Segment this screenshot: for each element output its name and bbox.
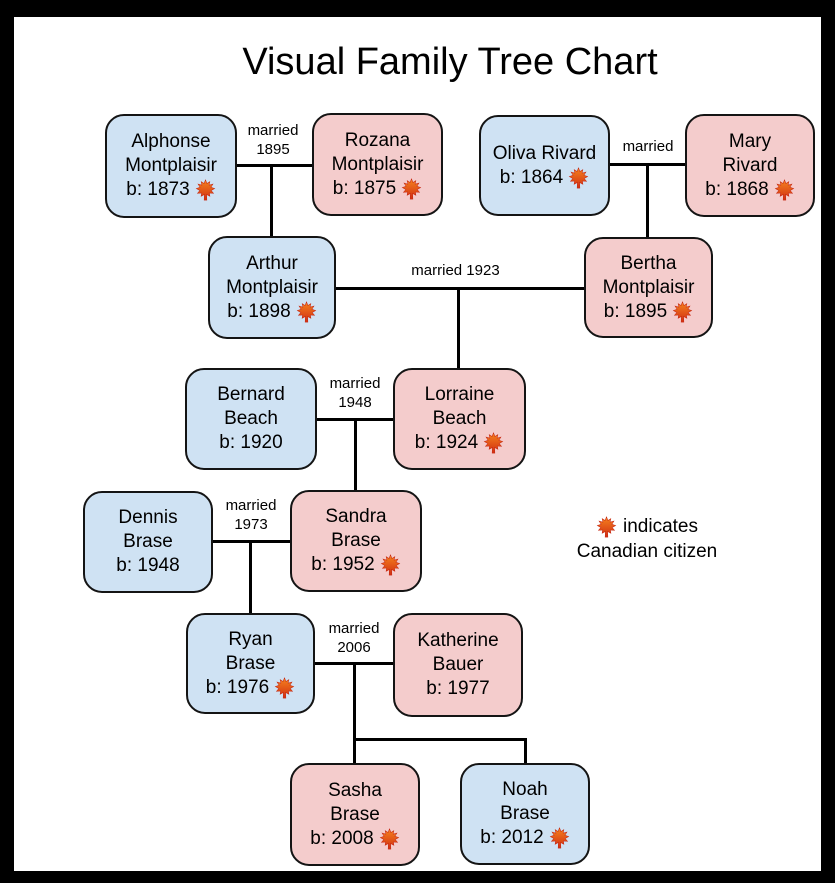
person-name: Brase <box>331 530 381 551</box>
person-birth: b: 2008 <box>310 827 374 849</box>
marriage-label-line: 1948 <box>338 394 372 411</box>
marriage-label-line: married 1923 <box>411 262 500 279</box>
marriage-label-dennis-sandra: married 1973 <box>218 496 284 534</box>
connector-child-lorraine <box>457 288 460 368</box>
person-name: Sandra <box>325 506 387 527</box>
person-birth: b: 1875 <box>332 177 397 199</box>
person-birth: b: 1864 <box>499 166 564 188</box>
person-box-ryan: Ryan Brase b: 1976 <box>186 613 315 714</box>
person-name: Montplaisir <box>226 276 318 298</box>
connector-child-noah <box>524 740 527 763</box>
maple-leaf-icon <box>568 167 589 189</box>
person-box-dennis: Dennis Brase b: 1948 <box>83 491 213 593</box>
person-box-lorraine: Lorraine Beach b: 1924 <box>393 368 526 470</box>
person-name: Brase <box>123 531 173 552</box>
person-box-bertha: Bertha Montplaisir b: 1895 <box>584 237 713 338</box>
connector-marriage-arthur-bertha <box>336 287 584 290</box>
person-birth: b: 1924 <box>414 432 479 453</box>
connector-sibling-bar <box>353 738 527 741</box>
person-birth: b: 1895 <box>603 300 668 322</box>
maple-leaf-icon <box>380 554 401 576</box>
person-birth: b: 1952 <box>311 554 375 575</box>
person-box-oliva: Oliva Rivard b: 1864 <box>479 115 610 216</box>
person-name: Lorraine <box>424 384 495 405</box>
marriage-label-line: married <box>622 138 674 155</box>
maple-leaf-icon <box>296 301 317 323</box>
person-name: Brase <box>330 803 380 825</box>
maple-leaf-icon <box>596 516 617 538</box>
person-name: Brase <box>225 652 276 674</box>
person-name: Mary <box>728 130 772 152</box>
person-box-katherine: Katherine Bauer b: 1977 <box>393 613 523 717</box>
person-name: Brase <box>500 803 550 824</box>
person-name: Alphonse <box>131 131 211 152</box>
person-birth: b: 1873 <box>126 179 190 200</box>
connector-child-sasha <box>353 740 356 763</box>
maple-leaf-icon <box>195 179 216 201</box>
maple-leaf-icon <box>549 827 570 849</box>
page-title: Visual Family Tree Chart <box>242 41 658 83</box>
person-birth: b: 1976 <box>205 676 270 698</box>
connector-marriage-alphonse-rozana <box>237 164 312 167</box>
legend-text: indicates <box>623 516 698 537</box>
person-name: Noah <box>502 779 548 800</box>
person-box-rozana: Rozana Montplaisir b: 1875 <box>312 113 443 216</box>
person-name: Rozana <box>344 129 411 151</box>
maple-leaf-icon <box>672 301 693 323</box>
person-name: Bertha <box>620 252 677 274</box>
person-birth: b: 1948 <box>116 555 180 576</box>
person-name: Montplaisir <box>331 153 424 175</box>
legend: indicates Canadian citizen <box>552 514 742 564</box>
maple-leaf-icon <box>379 828 400 850</box>
maple-leaf-icon <box>274 677 295 699</box>
person-name: Rivard <box>722 154 778 176</box>
marriage-label-oliva-mary: married <box>611 137 685 156</box>
legend-text: Canadian citizen <box>576 541 718 562</box>
marriage-label-line: 1895 <box>256 141 290 158</box>
connector-children-drop <box>353 663 356 740</box>
person-birth: b: 1977 <box>426 678 490 699</box>
person-birth: b: 1898 <box>227 300 291 322</box>
connector-child-bertha <box>646 164 649 237</box>
marriage-label-arthur-bertha: married 1923 <box>398 261 513 280</box>
maple-leaf-icon <box>774 179 795 201</box>
marriage-label-ryan-katherine: married 2006 <box>321 619 387 657</box>
person-box-mary: Mary Rivard b: 1868 <box>685 114 815 217</box>
person-birth: b: 1868 <box>705 178 769 200</box>
person-name: Montplaisir <box>125 155 217 176</box>
maple-leaf-icon <box>483 432 504 454</box>
connector-child-ryan <box>249 541 252 613</box>
marriage-label-line: married <box>328 620 380 637</box>
person-name: Arthur <box>246 252 298 274</box>
marriage-label-line: married <box>247 122 299 139</box>
connector-child-arthur <box>270 165 273 236</box>
person-name: Beach <box>224 408 278 429</box>
person-name: Bernard <box>217 384 285 405</box>
person-box-arthur: Arthur Montplaisir b: 1898 <box>208 236 336 339</box>
person-name: Oliva Rivard <box>492 142 597 164</box>
person-box-bernard: Bernard Beach b: 1920 <box>185 368 317 470</box>
person-box-alphonse: Alphonse Montplaisir b: 1873 <box>105 114 237 218</box>
person-birth: b: 1920 <box>219 432 283 453</box>
connector-child-sandra <box>354 419 357 490</box>
marriage-label-bernard-lorraine: married 1948 <box>322 374 388 412</box>
person-box-noah: Noah Brase b: 2012 <box>460 763 590 865</box>
person-name: Ryan <box>228 628 273 650</box>
marriage-label-line: married <box>329 375 381 392</box>
marriage-label-line: 1973 <box>234 516 268 533</box>
marriage-label-line: 2006 <box>337 639 371 656</box>
person-box-sasha: Sasha Brase b: 2008 <box>290 763 420 866</box>
person-box-sandra: Sandra Brase b: 1952 <box>290 490 422 592</box>
person-name: Katherine <box>417 630 499 651</box>
person-birth: b: 2012 <box>480 827 544 848</box>
person-name: Beach <box>432 408 487 429</box>
maple-leaf-icon <box>401 178 422 200</box>
marriage-label-line: married <box>225 497 277 514</box>
person-name: Dennis <box>118 507 178 528</box>
marriage-label-alphonse-rozana: married 1895 <box>240 121 306 159</box>
person-name: Bauer <box>432 654 484 675</box>
person-name: Sasha <box>328 779 382 801</box>
person-name: Montplaisir <box>602 276 695 298</box>
